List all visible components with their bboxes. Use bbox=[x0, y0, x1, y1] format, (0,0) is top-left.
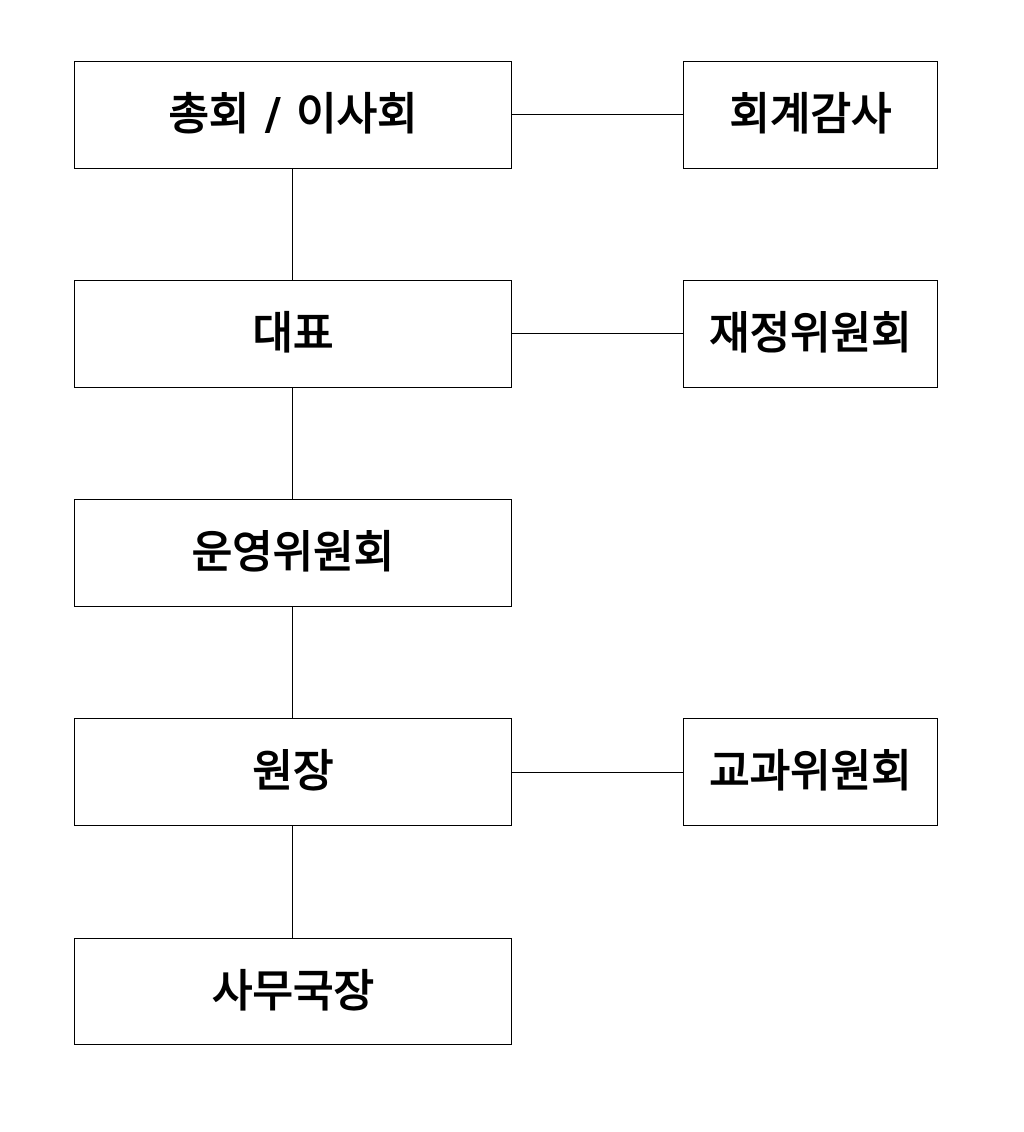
connector-operating-committee-to-director bbox=[292, 607, 293, 718]
connector-director-to-curriculum bbox=[512, 772, 683, 773]
connector-assembly-to-representative bbox=[292, 169, 293, 280]
node-finance-committee-label: 재정위원회 bbox=[709, 308, 912, 359]
node-curriculum-committee: 교과위원회 bbox=[683, 718, 938, 826]
node-curriculum-committee-label: 교과위원회 bbox=[709, 746, 912, 797]
node-finance-committee: 재정위원회 bbox=[683, 280, 938, 388]
node-accounting-audit-label: 회계감사 bbox=[729, 89, 892, 140]
node-representative-label: 대표 bbox=[252, 308, 334, 359]
node-accounting-audit: 회계감사 bbox=[683, 61, 938, 169]
connector-representative-to-finance bbox=[512, 333, 683, 334]
connector-assembly-to-audit bbox=[512, 114, 683, 115]
node-secretary-general-label: 사무국장 bbox=[212, 965, 374, 1017]
node-representative: 대표 bbox=[74, 280, 512, 388]
node-operating-committee-label: 운영위원회 bbox=[191, 527, 395, 578]
node-general-assembly: 총회 / 이사회 bbox=[74, 61, 512, 169]
connector-director-to-secretary bbox=[292, 826, 293, 938]
connector-representative-to-operating-committee bbox=[292, 388, 293, 499]
node-director: 원장 bbox=[74, 718, 512, 826]
node-director-label: 원장 bbox=[252, 746, 334, 797]
node-secretary-general: 사무국장 bbox=[74, 938, 512, 1045]
node-general-assembly-label: 총회 / 이사회 bbox=[168, 89, 418, 140]
node-operating-committee: 운영위원회 bbox=[74, 499, 512, 607]
